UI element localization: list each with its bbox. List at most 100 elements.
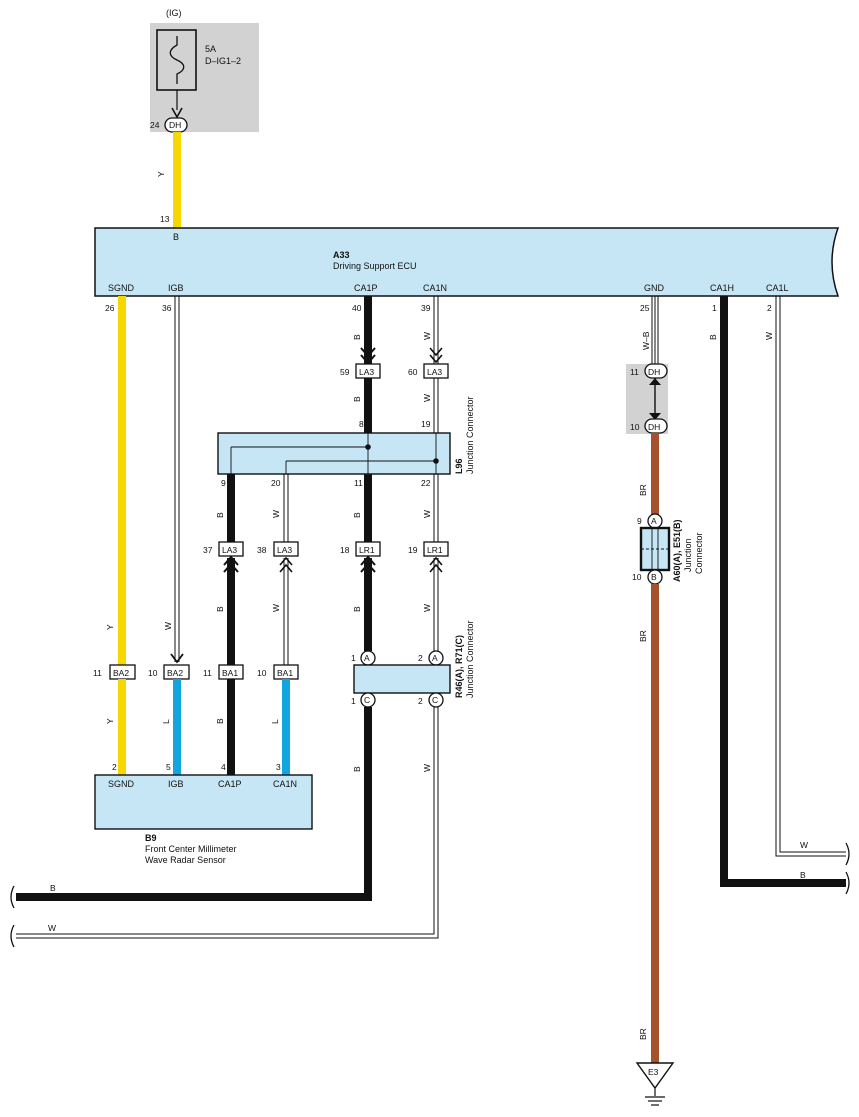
ground-triangle	[635, 1062, 675, 1090]
bus-b-break-icon	[10, 885, 15, 909]
c22-lr1-label: LR1	[427, 545, 443, 555]
ecu-terminal-ca1h: CA1H	[710, 283, 734, 293]
r46-pin-top-left: 1	[351, 653, 356, 663]
ecu-name: Driving Support ECU	[333, 261, 417, 271]
l96-pin-22: 22	[421, 478, 431, 488]
a60-bottom-letter: B	[651, 572, 657, 582]
gnd-dh-bottom-label: DH	[648, 422, 660, 432]
ig-feed-wire-color: Y	[156, 171, 166, 177]
l96-pin-8: 8	[359, 419, 364, 429]
bus-b-wire	[16, 707, 372, 901]
r46-name: Junction Connector	[465, 620, 475, 698]
gnd-wire-color-mid: BR	[638, 484, 648, 496]
c11-lr1-pin: 18	[340, 545, 350, 555]
r46-pin-bot-right: 2	[418, 696, 423, 706]
ground-name: E3	[648, 1067, 659, 1077]
sensor-pin-sgnd: 2	[112, 762, 117, 772]
igb-wire-color-upper: W	[163, 622, 173, 630]
gnd-dh-top-pin: 11	[630, 367, 639, 377]
ca1p-wire-color-top: B	[352, 334, 362, 340]
a60-bottom-pin: 10	[632, 572, 642, 582]
l96-9-wire-color: B	[215, 512, 225, 518]
l96-splice-dot-ca1n	[433, 458, 439, 464]
c11-lr1-label: LR1	[359, 545, 375, 555]
ca1n-arrow-icon	[429, 347, 443, 364]
ca1h-right-color: B	[800, 870, 806, 880]
sensor-pin-ca1p: 4	[221, 762, 226, 772]
ca1n-sensor-wire-color: L	[270, 719, 280, 724]
gnd-wire-color-upper: W–B	[641, 331, 651, 350]
l96-22-wire-color: W	[422, 510, 432, 518]
c22-lr1-pin: 19	[408, 545, 418, 555]
ca1p-wire-color-mid: B	[352, 396, 362, 402]
c9-la3-label: LA3	[222, 545, 237, 555]
r46-pin-bot-left: 1	[351, 696, 356, 706]
a60-top-letter: A	[651, 516, 657, 526]
r46-junction-box	[353, 664, 451, 694]
bus-w-break-icon	[10, 924, 15, 948]
sensor-terminal-ca1p: CA1P	[218, 779, 242, 789]
fuse-pin-number: 24	[150, 120, 160, 130]
l96-pin-9: 9	[221, 478, 226, 488]
fuse-circuit-label: (IG)	[166, 8, 182, 18]
ecu-terminal-igb: IGB	[168, 283, 184, 293]
ca1n-wire-color-mid: W	[422, 394, 432, 402]
ecu-pin-igb: 36	[162, 303, 172, 313]
ca1p-ba1-label: BA1	[222, 668, 238, 678]
ca1l-wire-a	[775, 296, 846, 857]
r46-letter-top-left: A	[364, 653, 370, 663]
igb-ba2-pin: 10	[148, 668, 158, 678]
c22-arrow-icon	[429, 556, 443, 573]
c20-la3-pin: 38	[257, 545, 267, 555]
ecu-terminal-ca1p: CA1P	[354, 283, 378, 293]
sgnd-wire-color-upper: Y	[105, 624, 115, 630]
c20-wire-color-lower: W	[271, 604, 281, 612]
l96-11-wire-color: B	[352, 512, 362, 518]
c22-wire-color-lower: W	[422, 604, 432, 612]
ecu-terminal-sgnd: SGND	[108, 283, 135, 293]
l96-pin-11: 11	[354, 478, 363, 488]
ecu-id: A33	[333, 250, 350, 260]
sensor-name-line2: Wave Radar Sensor	[145, 855, 226, 865]
l96-junction-box	[217, 432, 451, 475]
c22-lr1-connector	[423, 541, 449, 557]
sensor-pin-ca1n: 3	[276, 762, 281, 772]
ecu-box	[94, 227, 840, 297]
igb-wire-color-lower: L	[161, 719, 171, 724]
ca1h-wire	[720, 296, 846, 887]
r46-id: R46(A), R71(C)	[454, 635, 464, 698]
ca1l-break-icon	[845, 842, 850, 866]
ecu-pin-ca1h: 1	[712, 303, 717, 313]
sensor-name-line1: Front Center Millimeter	[145, 844, 237, 854]
bus-b-vertical-color: B	[352, 766, 362, 772]
ca1p-la3-pin: 59	[340, 367, 350, 377]
ecu-pin-ca1l: 2	[767, 303, 772, 313]
fuse-name: D–IG1–2	[205, 56, 241, 66]
ca1n-ba1-pin: 10	[257, 668, 267, 678]
c20-la3-label: LA3	[277, 545, 292, 555]
ca1p-arrow-icon	[360, 347, 376, 365]
c20-arrow-icon	[279, 556, 293, 573]
fuse-lead-arrow-icon	[171, 107, 183, 119]
gnd-dh-top-connector	[644, 363, 668, 379]
ca1n-la3-label: LA3	[427, 367, 442, 377]
c9-la3-pin: 37	[203, 545, 213, 555]
c11-wire-color-lower: B	[352, 606, 362, 612]
bus-w-wire-a	[16, 707, 435, 935]
igb-ba2-label: BA2	[167, 668, 183, 678]
gnd-wire-color-low: BR	[638, 630, 648, 642]
fuse-shaded-area	[150, 23, 259, 132]
a60-id: A60(A), E51(B)	[672, 519, 682, 582]
l96-pin-20: 20	[271, 478, 281, 488]
ca1l-wire-color: W	[764, 332, 774, 340]
ecu-terminal-ca1l: CA1L	[766, 283, 789, 293]
sensor-terminal-ca1n: CA1N	[273, 779, 297, 789]
ca1n-wire-color-top: W	[422, 332, 432, 340]
sensor-id: B9	[145, 833, 157, 843]
ecu-terminal-ca1n: CA1N	[423, 283, 447, 293]
bus-b-color: B	[50, 883, 56, 893]
sensor-terminal-igb: IGB	[168, 779, 184, 789]
bus-w-vertical-color: W	[422, 764, 432, 772]
l96-20-wire-color: W	[271, 510, 281, 518]
